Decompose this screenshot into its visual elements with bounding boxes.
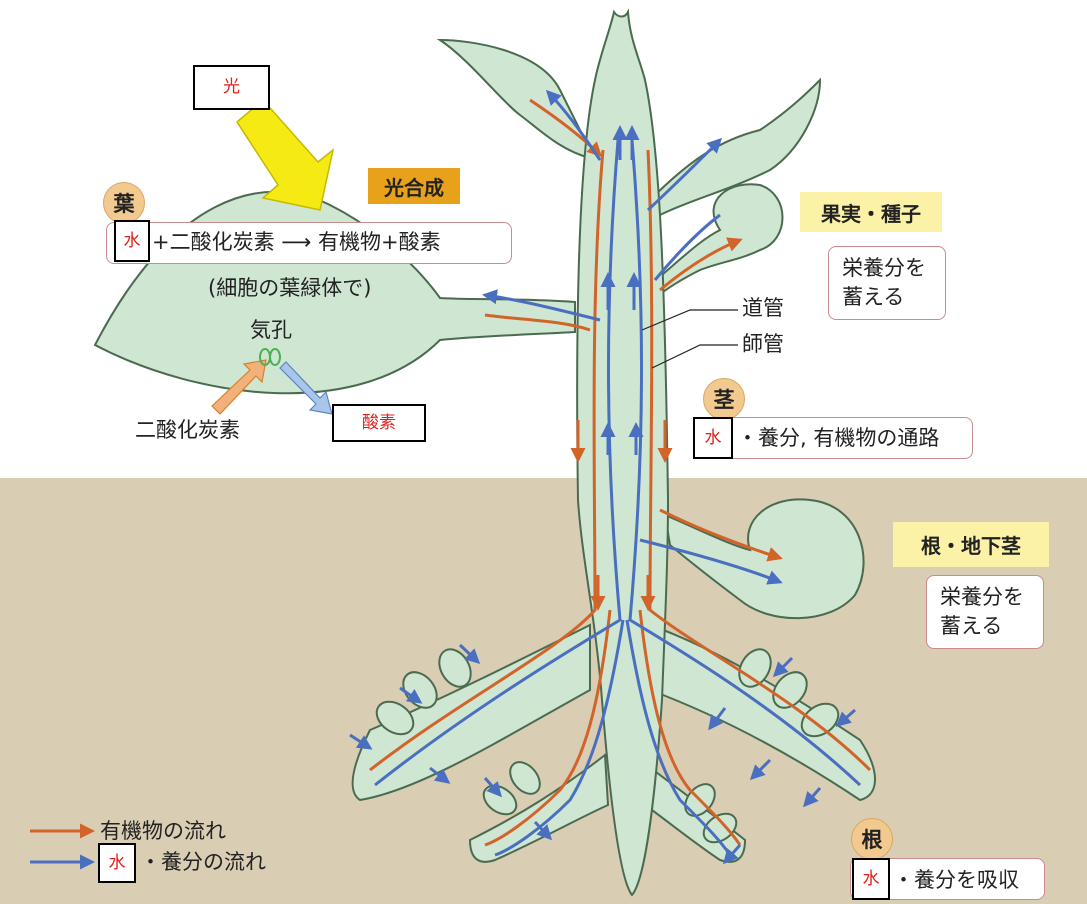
stem-desc: ・養分, 有機物の通路 [737,426,940,450]
legend-water-blank-text: 水 [108,852,126,873]
fruit-desc-line2: 蓄える [842,285,905,309]
stem-blank-box: 水 [693,417,733,459]
leaf-badge: 葉 [103,182,145,224]
root-blank-box: 水 [852,858,890,900]
co2-label: 二酸化炭素 [135,418,240,442]
root-desc: ・養分を吸収 [893,868,1019,892]
root-blank-text: 水 [862,868,880,889]
legend-organic-label: 有機物の流れ [100,819,226,843]
root-hairs [375,648,840,844]
stoma-label: 気孔 [250,318,292,342]
co2-in-arrow [211,359,267,415]
leaf-blank-text: 水 [123,230,141,251]
photosynthesis-title: 光合成 [368,168,460,204]
fruit-title-text: 果実・種子 [821,201,921,226]
xylem-leader-line [641,309,738,331]
stem-desc-box [695,417,973,459]
stoma-icon [259,348,281,366]
light-box: 光 [193,65,270,110]
fruit-desc-line1: 栄養分を [842,256,926,280]
phloem-label: 師管 [742,332,784,356]
fruit-desc-box [828,246,946,320]
organic-flow-lines [369,98,872,847]
oxygen-box-text: 酸素 [362,412,396,433]
photosynthesis-equation-box [106,222,512,264]
root-tuber-title: 根・地下茎 [893,522,1049,567]
photosynthesis-equation: +二酸化炭素 ⟶ 有機物+酸素 [152,230,441,254]
stem-badge-text: 茎 [713,388,735,412]
root-tuber-desc-box [926,575,1044,649]
legend-water-label: ・養分の流れ [140,850,266,874]
root-badge-text: 根 [861,828,883,852]
stem-blank-text: 水 [704,427,722,448]
oxygen-box: 酸素 [332,404,426,442]
photosynthesis-title-text: 光合成 [384,175,444,200]
water-flow-lines [374,89,862,857]
chloroplast-note: (細胞の葉緑体で) [208,276,372,300]
root-tuber-desc-line2: 蓄える [940,614,1003,638]
leaf-badge-text: 葉 [113,192,135,216]
light-label: 光 [223,77,240,97]
root-tuber-desc-line1: 栄養分を [940,585,1024,609]
fruit-title: 果実・種子 [800,192,942,232]
phloem-leader-line [651,344,738,369]
leaf-blank-box: 水 [114,220,150,262]
sunlight-arrow [236,98,335,211]
stem-badge: 茎 [703,378,745,420]
root-tuber-title-text: 根・地下茎 [921,534,1021,558]
root-badge: 根 [851,818,893,860]
xylem-label: 道管 [742,296,784,320]
legend-water-blank-box: 水 [98,843,136,883]
oxygen-out-arrow [279,361,333,415]
flow-arrows [349,125,856,865]
